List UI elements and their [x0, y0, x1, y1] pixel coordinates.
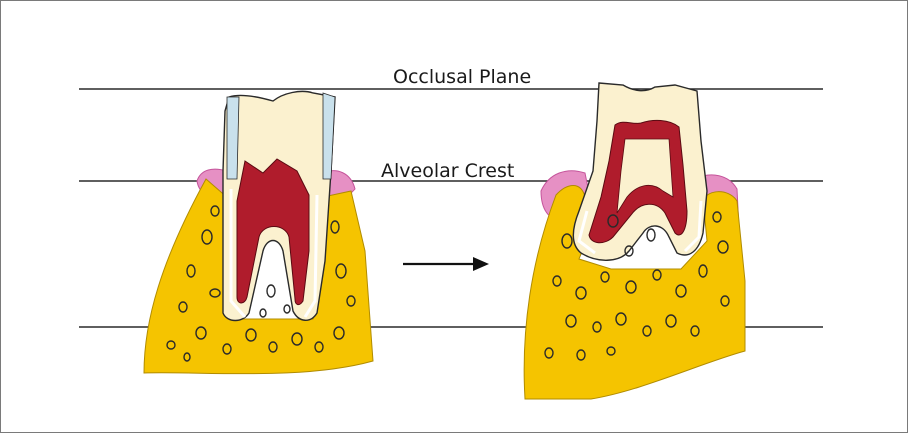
progression-arrow	[403, 257, 489, 271]
tooth-after	[524, 83, 745, 399]
enamel-right-before	[323, 93, 335, 179]
occlusal-plane-label: Occlusal Plane	[393, 66, 531, 88]
alveolar-crest-label: Alveolar Crest	[381, 160, 514, 182]
enamel-left-before	[227, 97, 239, 179]
tooth-before	[144, 91, 373, 373]
